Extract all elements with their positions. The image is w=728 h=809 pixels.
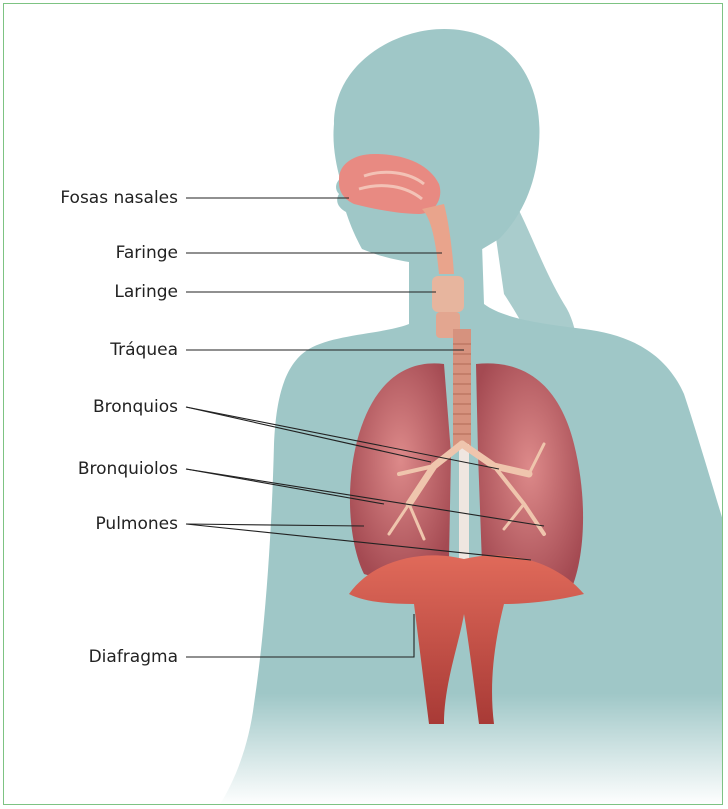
label-diafragma: Diafragma	[89, 647, 178, 667]
label-traquea: Tráquea	[110, 340, 178, 360]
label-fosas-nasales: Fosas nasales	[60, 188, 178, 208]
label-faringe: Faringe	[116, 243, 178, 263]
diagram-frame: Fosas nasales Faringe Laringe Tráquea Br…	[3, 3, 723, 805]
label-pulmones: Pulmones	[95, 514, 178, 534]
label-bronquiolos: Bronquiolos	[78, 459, 178, 479]
label-bronquios: Bronquios	[93, 397, 178, 417]
label-laringe: Laringe	[114, 282, 178, 302]
